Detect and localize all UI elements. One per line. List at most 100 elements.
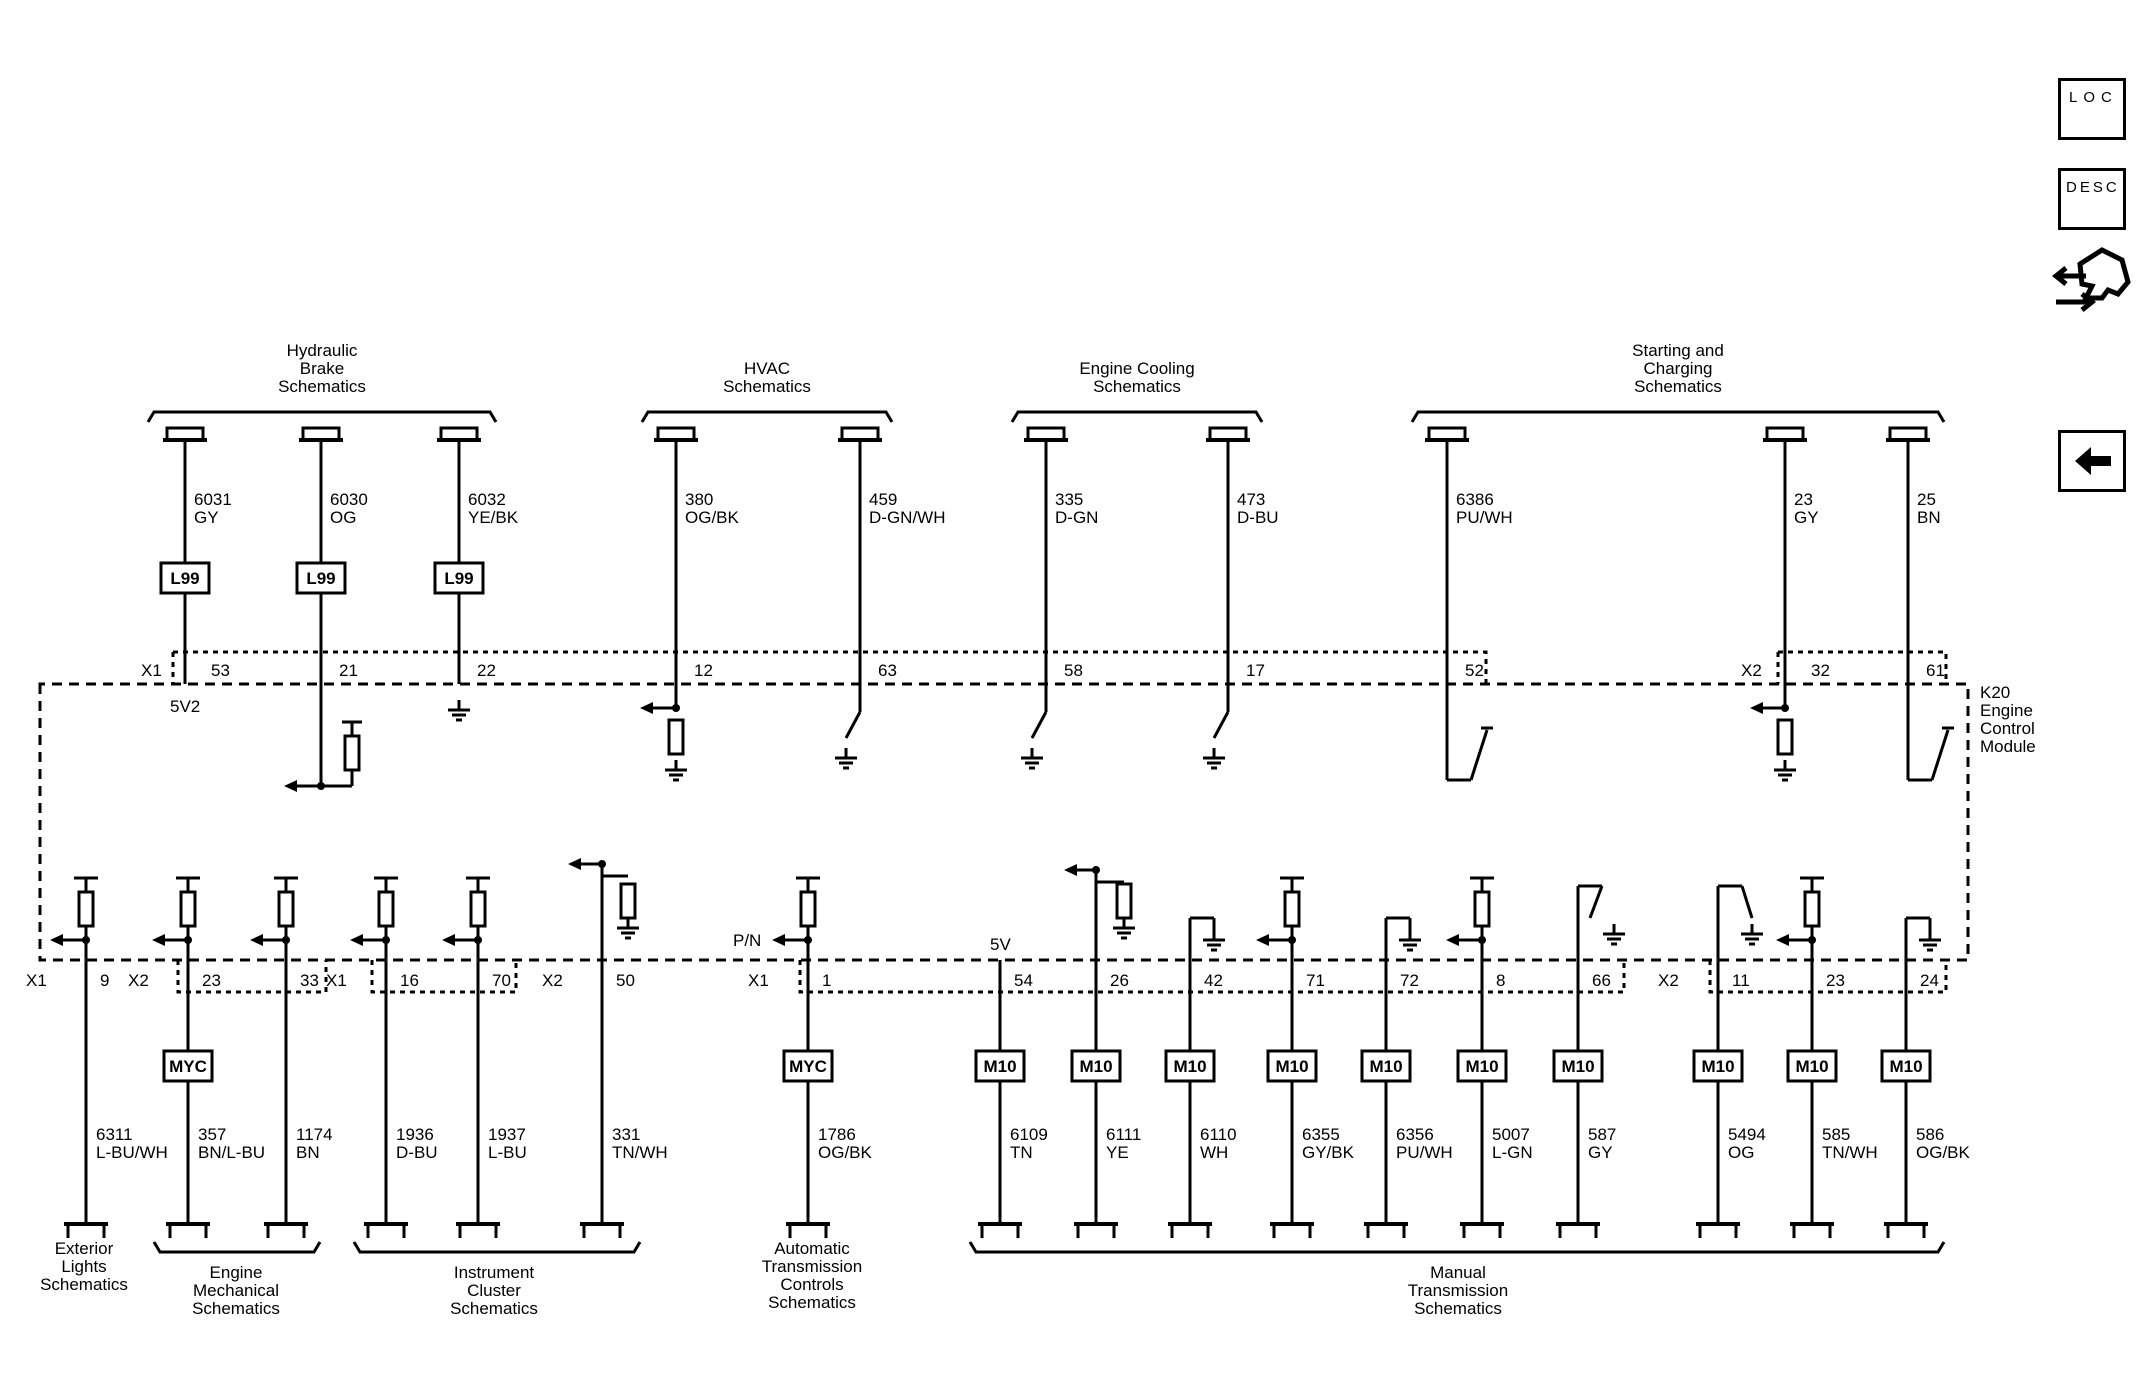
connector-x1-bottom: [370, 960, 518, 994]
junction-dot: [184, 936, 192, 944]
terminal-connector: [165, 426, 205, 440]
group-bracket: [352, 1241, 642, 1254]
junction-dot: [382, 936, 390, 944]
option-box-label: M10: [1561, 1057, 1594, 1076]
terminal-connector: [582, 1224, 622, 1238]
terminal-connector: [980, 1224, 1020, 1238]
switch-blade: [1588, 885, 1604, 919]
connector-id: X1: [26, 971, 47, 990]
terminal-connector: [266, 1224, 306, 1238]
connector-x1-top: [173, 650, 1488, 684]
connector-id: X2: [542, 971, 563, 990]
pin-number: 23: [202, 971, 221, 990]
option-box-label: M10: [983, 1057, 1016, 1076]
connector-end-view-icon[interactable]: [2051, 246, 2134, 324]
pin-number: 24: [1920, 971, 1939, 990]
terminal-connector: [1698, 1224, 1738, 1238]
arrow-head: [1776, 934, 1789, 946]
pin-number: 53: [211, 661, 230, 680]
junction-dot: [1808, 936, 1816, 944]
resistor: [343, 734, 361, 772]
pin-number: 33: [300, 971, 319, 990]
terminal-connector: [1026, 426, 1066, 440]
switch-blade: [1740, 885, 1754, 919]
switch-blade: [1930, 729, 1950, 781]
option-box-box: [1880, 1049, 1932, 1083]
pin-number: 66: [1592, 971, 1611, 990]
terminal-connector: [1272, 1224, 1312, 1238]
pin-number: 12: [694, 661, 713, 680]
connector-x1-bottom2: [798, 960, 1626, 994]
desc-button[interactable]: DESC: [2058, 168, 2126, 230]
connector-id: X2: [128, 971, 149, 990]
arrow-head: [640, 702, 653, 714]
resistor: [179, 890, 197, 928]
group-bracket: [640, 410, 894, 423]
terminal-connector: [458, 1224, 498, 1238]
connector-id: X2: [1741, 661, 1762, 680]
switch-blade: [1212, 711, 1230, 739]
pin-number: 1: [822, 971, 831, 990]
voltage-label: 5V2: [170, 697, 200, 716]
group-bracket: [968, 1241, 1946, 1254]
option-box-label: MYC: [789, 1057, 827, 1076]
terminal-connector: [1792, 1224, 1832, 1238]
junction-dot: [672, 704, 680, 712]
option-box-box: [1786, 1049, 1838, 1083]
option-box-box: [974, 1049, 1026, 1083]
terminal-connector: [1208, 426, 1248, 440]
pin-number: 16: [400, 971, 419, 990]
option-box-label: M10: [1465, 1057, 1498, 1076]
resistor: [1473, 890, 1491, 928]
back-button[interactable]: [2058, 430, 2126, 492]
pin-number: 11: [1732, 971, 1750, 990]
arrow-head: [1256, 934, 1269, 946]
connector-x2-top: [1776, 650, 1948, 684]
loc-button-label: LOC: [2069, 89, 2118, 106]
pin-number: 21: [339, 661, 358, 680]
option-box-box: [782, 1049, 834, 1083]
resistor: [799, 890, 817, 928]
terminal-connector: [1765, 426, 1805, 440]
option-box-box: [1070, 1049, 1122, 1083]
option-box-label: M10: [1079, 1057, 1112, 1076]
pin-number: 42: [1204, 971, 1223, 990]
option-box-label: L99: [444, 569, 473, 588]
loc-button[interactable]: LOC: [2058, 78, 2126, 140]
option-box-label: M10: [1701, 1057, 1734, 1076]
terminal-connector: [840, 426, 880, 440]
option-box-box: [1266, 1049, 1318, 1083]
option-box-label: M10: [1173, 1057, 1206, 1076]
resistor: [1803, 890, 1821, 928]
pin-number: 52: [1465, 661, 1484, 680]
resistor: [1283, 890, 1301, 928]
arrow-head: [284, 780, 297, 792]
pin-number: 58: [1064, 661, 1083, 680]
option-box-box: [1360, 1049, 1412, 1083]
terminal-connector: [366, 1224, 406, 1238]
option-box-label: M10: [1889, 1057, 1922, 1076]
terminal-connector: [1427, 426, 1467, 440]
pin-number: 32: [1811, 661, 1830, 680]
desc-button-label: DESC: [2066, 179, 2120, 196]
arrow-head: [772, 934, 785, 946]
terminal-connector: [1170, 1224, 1210, 1238]
pin-number: 71: [1306, 971, 1325, 990]
